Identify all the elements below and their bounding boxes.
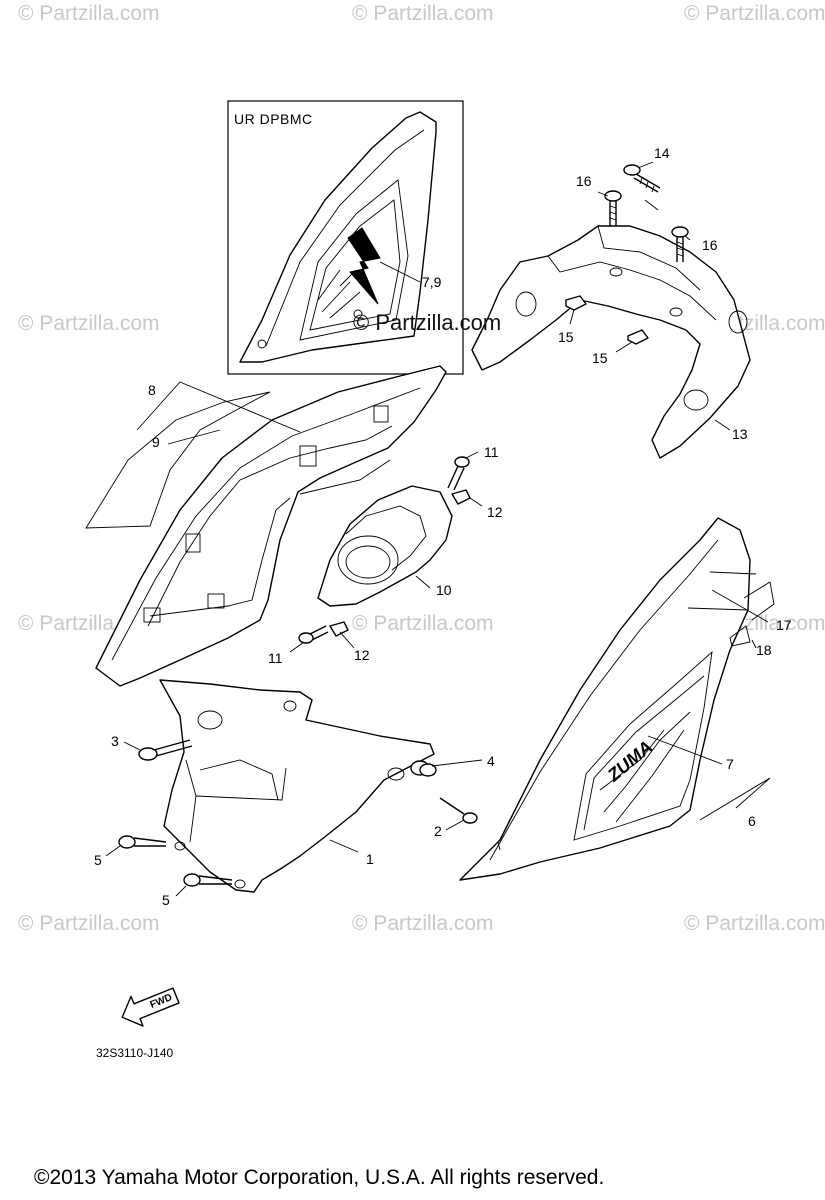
callout-3: 3 <box>111 733 119 749</box>
fwd-arrow <box>121 987 180 1027</box>
watermark: © Partzilla.com <box>684 912 825 935</box>
clip-12-lower <box>329 621 349 637</box>
brand-watermark: © Partzilla.com <box>353 310 502 335</box>
callout-17: 17 <box>776 617 792 633</box>
screw-11-lower <box>298 625 329 644</box>
part-9-outline <box>85 391 271 529</box>
inset-title: UR DPBMC <box>234 111 313 127</box>
watermark: © Partzilla.com <box>352 912 494 935</box>
watermark: © Partzilla.com <box>18 312 160 335</box>
callout-6: 6 <box>748 813 756 829</box>
screw-11-upper <box>447 456 470 491</box>
callout-15: 15 <box>558 329 574 345</box>
screw-16-left <box>604 190 622 226</box>
callout-7: 7 <box>726 756 734 772</box>
decal-17-18-outline <box>687 571 775 647</box>
bolt-2 <box>439 797 478 824</box>
callout-9: 9 <box>152 434 160 450</box>
watermark: © Partzilla.com <box>352 2 494 25</box>
clip-12-upper <box>451 489 471 505</box>
callout-15: 15 <box>592 350 608 366</box>
callout-12: 12 <box>354 647 370 663</box>
watermark: © Partzilla.com <box>684 2 825 25</box>
drawing-code: 32S3110-J140 <box>96 1046 174 1060</box>
inset-side-cover-decal <box>239 111 437 363</box>
callout-11: 11 <box>484 444 499 460</box>
callout-5: 5 <box>94 852 102 868</box>
clip-15-upper <box>565 295 587 311</box>
part-6-side-cover <box>459 517 751 881</box>
inset-callout: 7,9 <box>422 274 442 290</box>
copyright-notice: ©2013 Yamaha Motor Corporation, U.S.A. A… <box>34 1166 605 1189</box>
callout-1: 1 <box>366 851 374 867</box>
callout-13: 13 <box>732 426 748 442</box>
screw-5-lower <box>183 873 233 887</box>
callout-16: 16 <box>702 237 718 253</box>
screw-14 <box>623 164 661 193</box>
part-8-side-cover <box>95 365 447 687</box>
screw-16-right <box>671 226 689 262</box>
callout-16: 16 <box>576 173 592 189</box>
inset-frame <box>227 100 464 375</box>
callout-4: 4 <box>487 753 495 769</box>
watermark: © Partzilla.com <box>352 612 494 635</box>
watermark: © Partzilla.com <box>18 912 160 935</box>
callout-14: 14 <box>654 145 670 161</box>
part-1-lower-cover <box>159 679 435 893</box>
screw-5-upper <box>118 835 167 849</box>
part-13-rear-bracket <box>471 225 751 459</box>
bolt-3 <box>138 739 193 761</box>
callout-12: 12 <box>487 504 503 520</box>
watermark: © Partzilla.com <box>18 2 160 25</box>
callout-10: 10 <box>436 582 452 598</box>
callout-18: 18 <box>756 642 772 658</box>
callout-5: 5 <box>162 892 170 908</box>
clip-15-lower <box>627 329 649 345</box>
part-10-inner-cover <box>317 485 453 607</box>
callout-11: 11 <box>268 650 283 666</box>
callout-8: 8 <box>148 382 156 398</box>
callout-2: 2 <box>434 823 442 839</box>
grommet-4 <box>410 760 437 777</box>
